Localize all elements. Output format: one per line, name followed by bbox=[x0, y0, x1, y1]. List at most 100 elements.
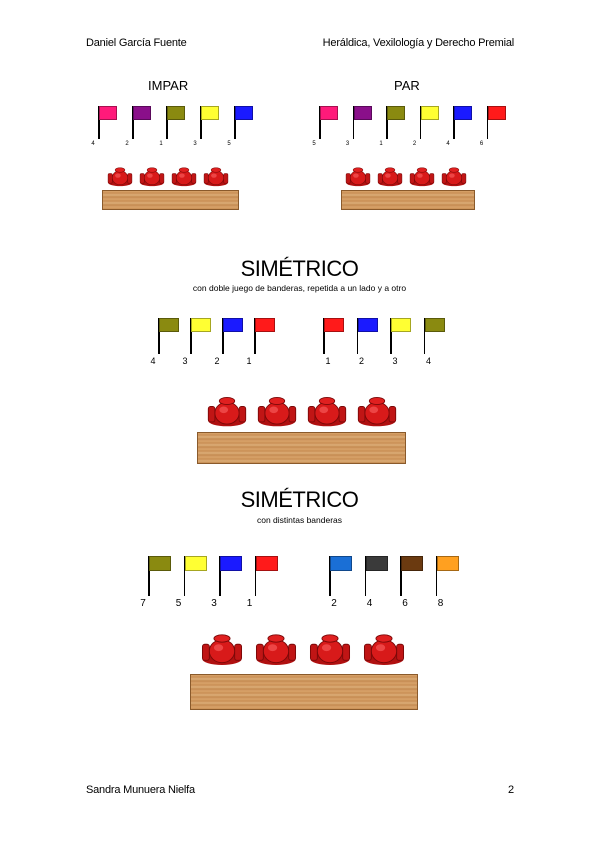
flag-pole bbox=[419, 106, 421, 139]
flag-cloth bbox=[324, 318, 344, 332]
flag-number: 2 bbox=[331, 598, 337, 609]
flag-number: 2 bbox=[214, 356, 220, 366]
chair-icon bbox=[361, 632, 407, 673]
flag-number: 1 bbox=[246, 356, 252, 366]
flag-pole bbox=[219, 556, 221, 596]
chair-icon bbox=[106, 165, 134, 194]
flag-pole bbox=[435, 556, 437, 596]
flag-pole bbox=[254, 318, 256, 354]
flag-number: 5 bbox=[227, 141, 231, 147]
flag-number: 5 bbox=[175, 598, 182, 609]
chair-icon bbox=[138, 165, 166, 194]
flag-cloth bbox=[255, 556, 278, 571]
flag-cloth bbox=[436, 556, 459, 571]
flag-cloth bbox=[223, 318, 243, 332]
page-number: 2 bbox=[508, 784, 514, 796]
flag-pole bbox=[234, 106, 236, 139]
flag-cloth bbox=[167, 106, 185, 120]
flag-number: 1 bbox=[246, 598, 253, 609]
par-title: PAR bbox=[394, 78, 420, 93]
simetrico2-table bbox=[190, 674, 418, 710]
flag-number: 5 bbox=[312, 141, 316, 147]
flag-cloth bbox=[387, 106, 405, 120]
flag-number: 4 bbox=[425, 356, 431, 366]
flag-pole bbox=[364, 556, 366, 596]
flag-cloth bbox=[255, 318, 275, 332]
flag-pole bbox=[148, 556, 150, 596]
flag-number: 3 bbox=[392, 356, 398, 366]
flag-cloth bbox=[353, 106, 372, 120]
flag-pole bbox=[190, 318, 192, 354]
flag-number: 4 bbox=[366, 598, 373, 609]
flag-pole bbox=[356, 318, 358, 354]
simetrico-title-2: SIMÉTRICO bbox=[240, 487, 359, 512]
flag-number: 2 bbox=[412, 141, 417, 147]
flag-pole bbox=[319, 106, 321, 139]
chair-icon bbox=[205, 395, 249, 434]
flag-pole bbox=[486, 106, 488, 139]
flag-number: 6 bbox=[479, 141, 484, 147]
simetrico-subtitle-1: con doble juego de banderas, repetida a … bbox=[192, 283, 407, 293]
flag-pole bbox=[222, 318, 224, 354]
flag-cloth bbox=[320, 106, 338, 120]
flag-pole bbox=[390, 318, 392, 354]
chair-icon bbox=[255, 395, 299, 434]
flag-pole bbox=[453, 106, 455, 139]
flag-pole bbox=[386, 106, 388, 139]
flag-cloth bbox=[191, 318, 211, 332]
flag-number: 7 bbox=[140, 598, 146, 609]
chair-icon bbox=[253, 632, 299, 673]
flag-pole bbox=[132, 106, 134, 139]
chair-icon bbox=[344, 165, 372, 194]
flag-cloth bbox=[401, 556, 423, 571]
flag-number: 3 bbox=[182, 356, 188, 366]
flag-pole bbox=[400, 556, 402, 596]
impar-title: IMPAR bbox=[148, 78, 189, 93]
flag-number: 1 bbox=[325, 356, 331, 366]
flag-cloth bbox=[420, 106, 439, 120]
flag-cloth bbox=[487, 106, 506, 120]
flag-cloth bbox=[220, 556, 242, 571]
header-title: Heráldica, Vexilología y Derecho Premial bbox=[322, 37, 515, 49]
flag-pole bbox=[166, 106, 168, 139]
flag-cloth bbox=[391, 318, 411, 332]
flag-pole bbox=[329, 556, 331, 596]
flag-pole bbox=[158, 318, 160, 354]
flag-cloth bbox=[99, 106, 117, 120]
chair-icon bbox=[170, 165, 198, 194]
flag-number: 4 bbox=[150, 356, 156, 366]
flag-number: 4 bbox=[446, 141, 450, 147]
flag-pole bbox=[254, 556, 256, 596]
flag-cloth bbox=[201, 106, 219, 120]
simetrico-subtitle-2: con distintas banderas bbox=[256, 515, 343, 525]
flag-pole bbox=[323, 318, 325, 354]
flag-number: 4 bbox=[91, 141, 95, 147]
impar-table bbox=[102, 190, 239, 210]
flag-cloth bbox=[357, 318, 378, 332]
chair-icon bbox=[307, 632, 353, 673]
simetrico1-table bbox=[197, 432, 406, 464]
chair-icon bbox=[355, 395, 399, 434]
flag-cloth bbox=[235, 106, 253, 120]
flag-pole bbox=[98, 106, 100, 139]
flag-cloth bbox=[159, 318, 179, 332]
flag-number: 1 bbox=[379, 141, 383, 147]
footer-author: Sandra Munuera Nielfa bbox=[86, 784, 195, 796]
flag-pole bbox=[423, 318, 425, 354]
flag-number: 2 bbox=[125, 141, 129, 147]
chair-icon bbox=[202, 165, 230, 194]
simetrico-title-1: SIMÉTRICO bbox=[240, 256, 359, 281]
flag-cloth bbox=[424, 318, 445, 332]
header-author: Daniel García Fuente bbox=[86, 37, 187, 49]
flag-pole bbox=[200, 106, 202, 139]
flag-number: 3 bbox=[345, 141, 350, 147]
par-table bbox=[341, 190, 475, 210]
flag-number: 8 bbox=[437, 598, 444, 609]
chair-icon bbox=[376, 165, 404, 194]
chair-icon bbox=[305, 395, 349, 434]
chair-icon bbox=[408, 165, 436, 194]
flag-cloth bbox=[454, 106, 472, 120]
flag-number: 1 bbox=[159, 141, 163, 147]
flag-number: 3 bbox=[193, 141, 197, 147]
chair-icon bbox=[199, 632, 245, 673]
